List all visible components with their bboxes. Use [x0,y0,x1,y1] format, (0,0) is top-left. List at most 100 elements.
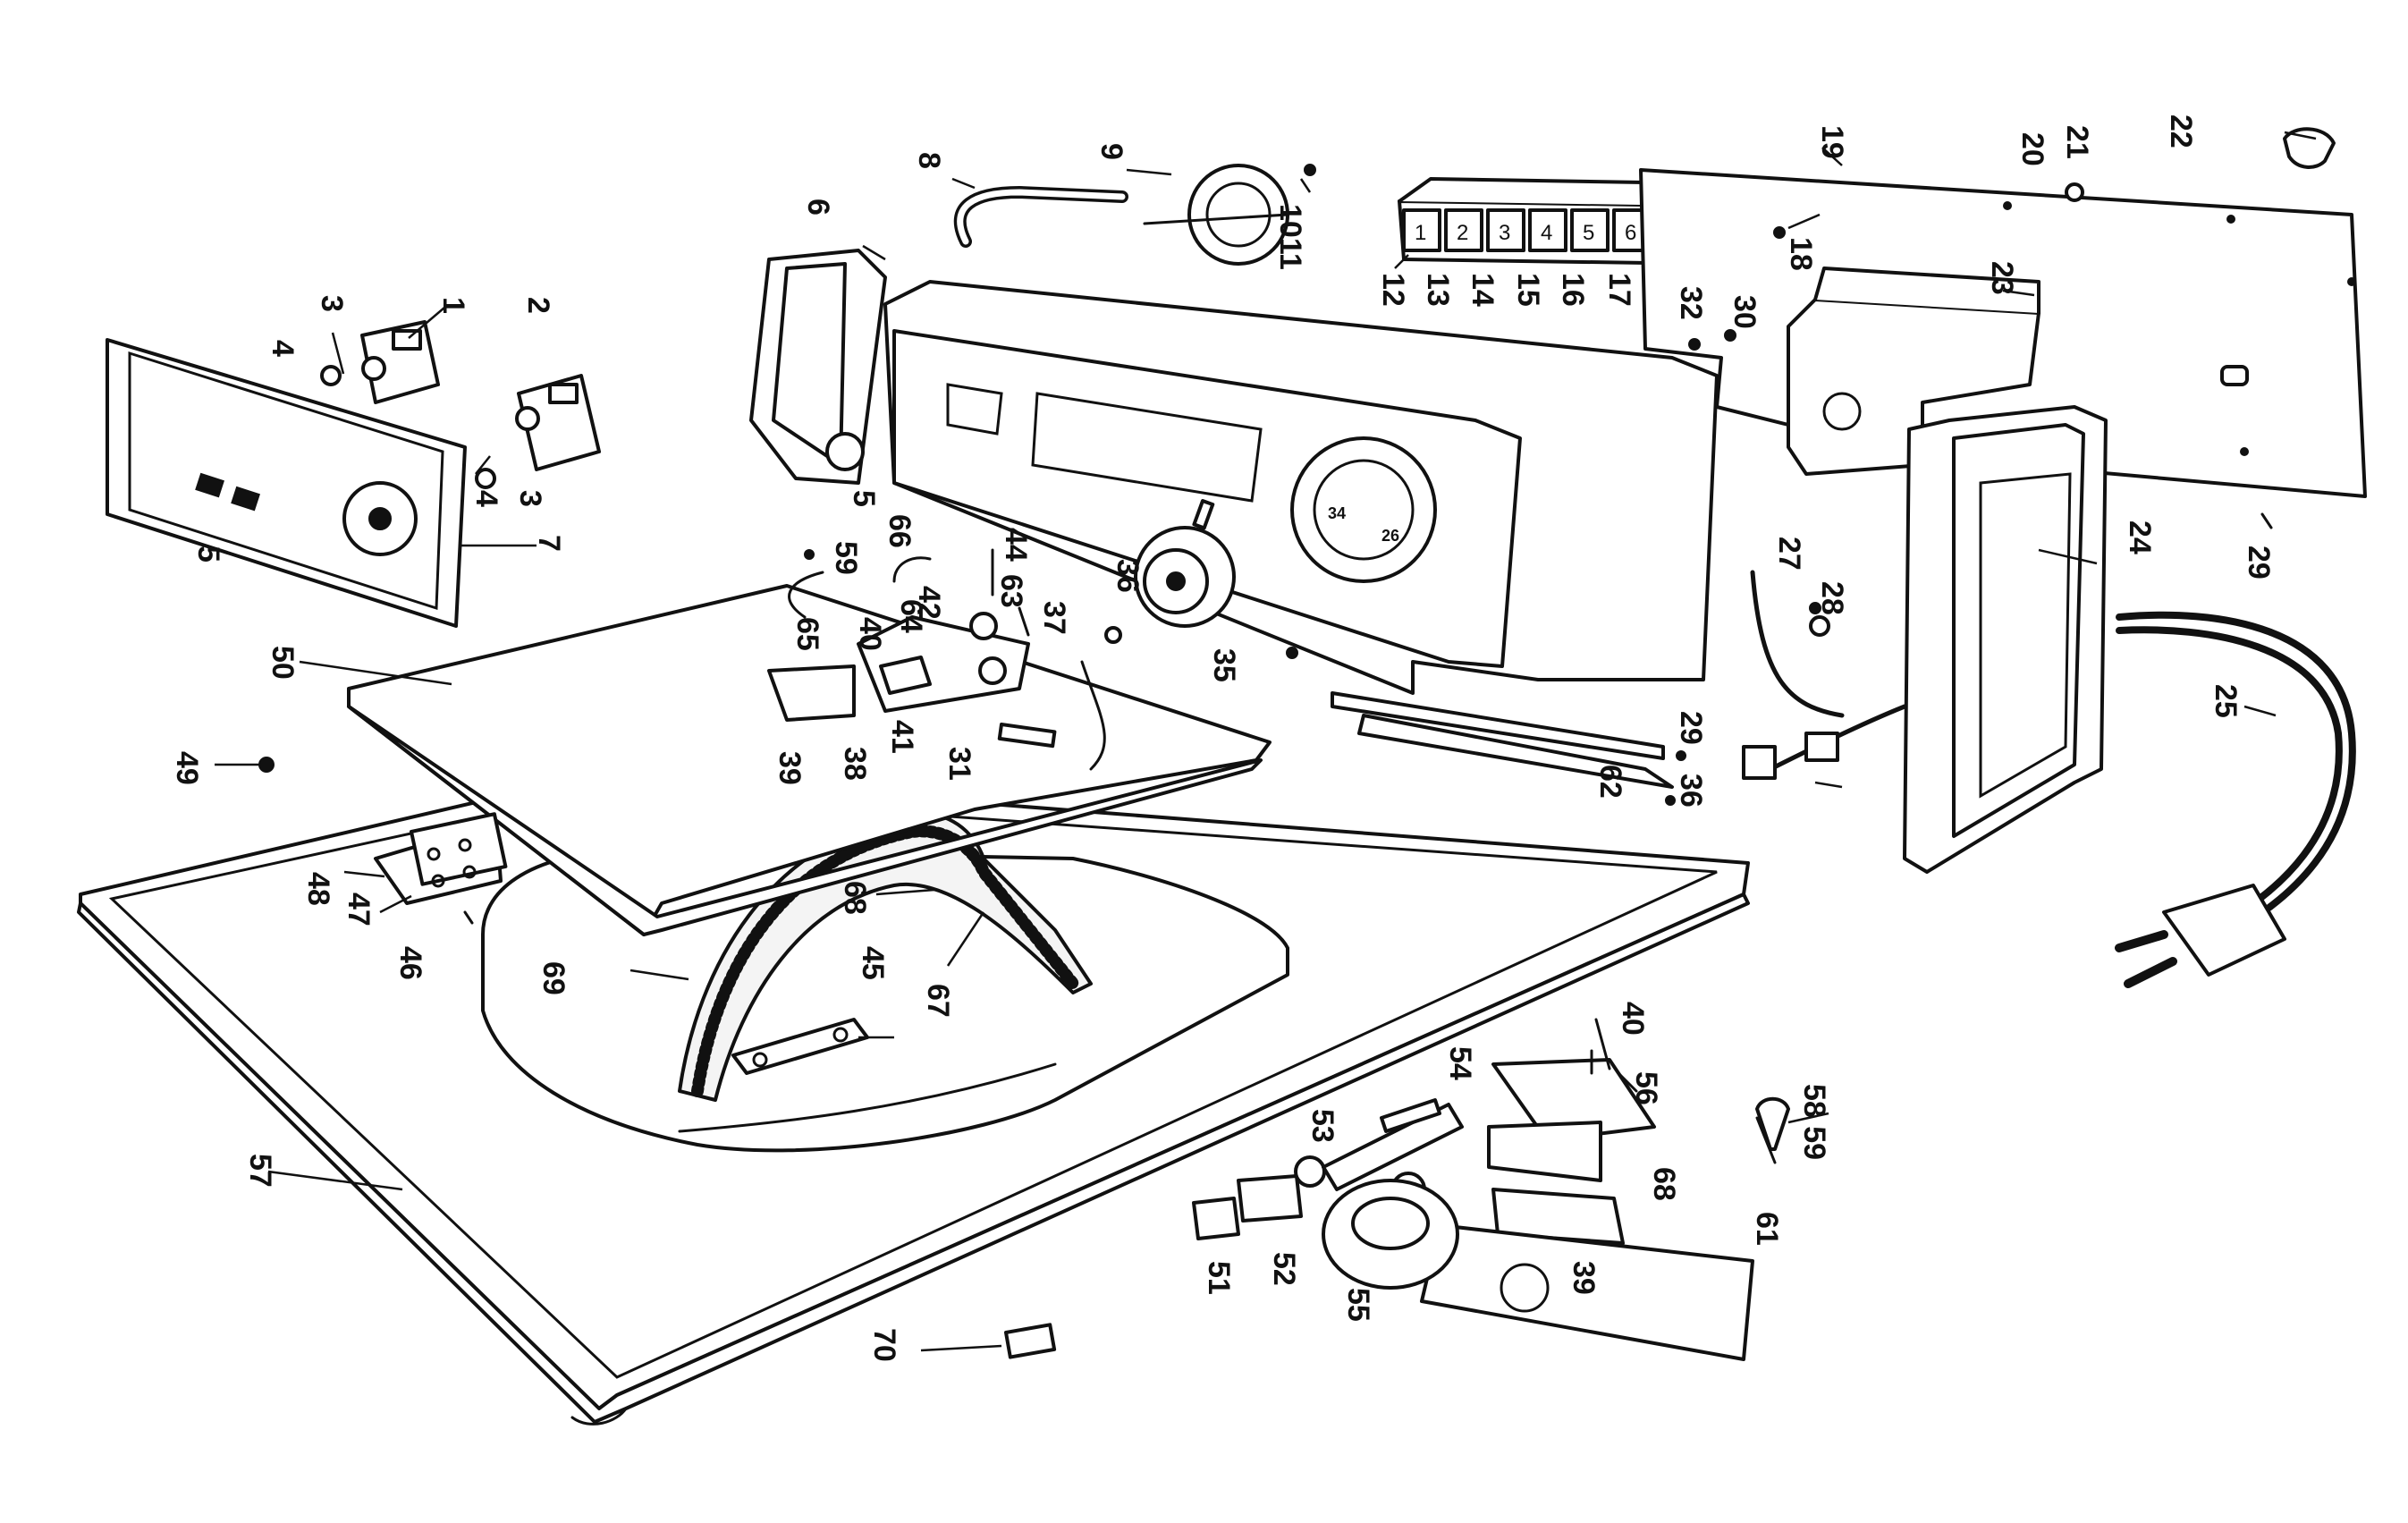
timer-23 [1787,267,2040,476]
callout-39-b: 39 [1567,1261,1601,1295]
callouts: 1 2 3 3 4 4 5 5 6 7 8 9 1011 12 13 14 15… [170,114,2276,1362]
callout-25: 25 [2209,684,2243,718]
callout-27: 27 [1772,537,1806,571]
callout-5-a: 5 [191,546,225,563]
callout-54: 54 [1443,1046,1477,1080]
parts-artwork: 1 2 3 4 5 6 34 26 [77,127,2367,1426]
callout-22: 22 [2164,114,2198,148]
selector-button-4-label: 4 [1541,221,1552,245]
callout-18: 18 [1784,237,1818,271]
selector-button-2-label: 2 [1457,221,1468,245]
control-console [883,280,1719,789]
callout-14: 14 [1466,273,1500,307]
callout-50: 50 [266,646,300,680]
callout-49: 49 [170,751,204,785]
nut-4b [475,468,496,489]
callout-17: 17 [1602,273,1636,307]
callout-38: 38 [838,747,872,781]
callout-32: 32 [1674,286,1708,320]
callout-44: 44 [999,528,1033,562]
switch-2 [515,374,601,471]
callout-9: 9 [1094,143,1128,160]
switch-1 [360,320,440,404]
callout-59: 59 [829,541,863,575]
callout-39-a: 39 [773,751,807,785]
nut-4a [320,365,342,386]
callout-29-b: 29 [1674,711,1708,745]
switch-panel-7 [106,338,467,628]
callout-68-b: 68 [1647,1167,1681,1201]
callout-5-b: 5 [847,490,881,507]
callout-30: 30 [1728,295,1762,329]
callout-64: 64 [894,599,928,633]
clip-20 [2065,182,2084,202]
dial-label-26: 26 [1381,527,1399,545]
callout-1: 1 [436,297,470,314]
callout-6: 6 [801,199,835,216]
callout-40-b: 40 [1616,1002,1650,1036]
callout-37: 37 [1037,601,1071,635]
pad-70 [1004,1323,1057,1359]
lid-lock-assembly-left [767,556,1106,771]
selector-button-3-label: 3 [1499,221,1510,245]
end-cap-right-24 [1903,405,2108,874]
callout-45: 45 [856,946,890,980]
callout-15: 15 [1511,273,1545,307]
callout-20: 20 [2015,132,2049,166]
grommet-22 [2283,127,2336,169]
callout-42: 42 [912,586,946,620]
callout-12: 12 [1376,273,1410,307]
callout-21: 21 [2060,125,2094,159]
dial-label-34: 34 [1328,504,1346,522]
end-cap-left-6 [749,249,887,485]
callout-4-a: 4 [266,340,300,357]
selector-button-6-label: 6 [1625,221,1636,245]
callout-36-b: 36 [1674,774,1708,808]
callout-69: 69 [537,961,570,995]
small-hardware [804,226,2273,1164]
callout-70: 70 [867,1328,901,1362]
callout-31: 31 [942,747,976,781]
callout-16: 16 [1556,273,1590,307]
power-cord-25 [2115,611,2356,988]
lower-components [1192,1098,1464,1290]
selector-button-1-label: 1 [1415,221,1426,245]
callout-51: 51 [1202,1261,1236,1295]
callout-52: 52 [1267,1252,1301,1286]
callout-28: 28 [1815,581,1849,615]
callout-7: 7 [532,535,566,552]
callout-19: 19 [1815,125,1849,159]
callout-57: 57 [243,1154,277,1188]
callout-66: 66 [883,514,917,548]
lid-switch-assembly-right [1420,1018,1790,1361]
screw-49 [258,757,275,773]
callout-62: 62 [1593,765,1627,799]
lid-hinge-47-48 [374,812,508,905]
callout-61: 61 [1750,1212,1784,1246]
callout-1011: 1011 [1273,204,1307,270]
connector-b [1804,732,1839,762]
callout-2: 2 [521,297,555,314]
callout-13: 13 [1421,273,1455,307]
callout-40-a: 40 [853,617,887,651]
callout-56: 56 [1629,1071,1663,1105]
callout-65: 65 [790,617,824,651]
pressure-switch-9 [1143,164,1316,266]
callout-23: 23 [1985,261,2019,295]
knob-5 [825,432,865,471]
connector-a [1742,745,1777,780]
callout-8: 8 [912,152,946,169]
callout-55: 55 [1341,1288,1375,1322]
callout-3-b: 3 [513,490,547,507]
callout-35: 35 [1207,648,1241,682]
callout-4-b: 4 [469,490,503,507]
leader-lines [215,131,2317,1352]
callout-41: 41 [885,720,919,754]
callout-67: 67 [921,984,955,1018]
callout-3-a: 3 [315,295,349,312]
callout-68-a: 68 [838,881,872,915]
selector-button-5-label: 5 [1583,221,1594,245]
callout-53: 53 [1305,1109,1339,1143]
timer-knob-36 [1134,498,1236,628]
